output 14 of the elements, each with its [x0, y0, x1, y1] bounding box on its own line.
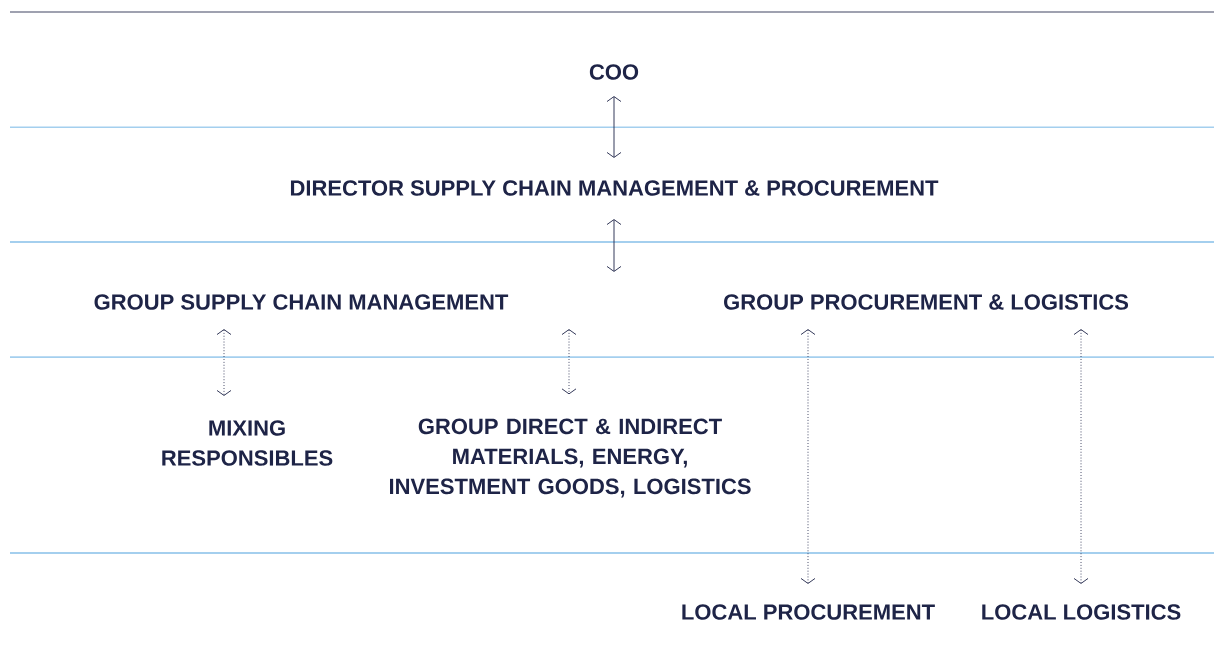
- role-label: DIRECTOR SUPPLY CHAIN MANAGEMENT & PROCUREMENT: [290, 180, 939, 196]
- double-arrow: [561, 329, 577, 395]
- role-label: MIXING RESPONSIBLES: [162, 420, 333, 466]
- double-arrow: [800, 329, 816, 584]
- double-arrow: [1073, 329, 1089, 584]
- role-label: GROUP PROCUREMENT & LOGISTICS: [724, 294, 1129, 310]
- role-label: LOCAL PROCUREMENT: [682, 604, 935, 620]
- role-label: GROUP DIRECT & INDIRECT MATERIALS, ENERGY, INVESTMENT GOODS, LOGISTICS: [389, 418, 751, 498]
- double-arrow: [606, 219, 622, 272]
- double-arrow: [606, 96, 622, 158]
- role-label: GROUP SUPPLY CHAIN MANAGEMENT: [94, 294, 509, 310]
- role-label: LOCAL LOGISTICS: [982, 604, 1181, 620]
- role-label: COO: [589, 64, 639, 80]
- double-arrow: [216, 329, 232, 396]
